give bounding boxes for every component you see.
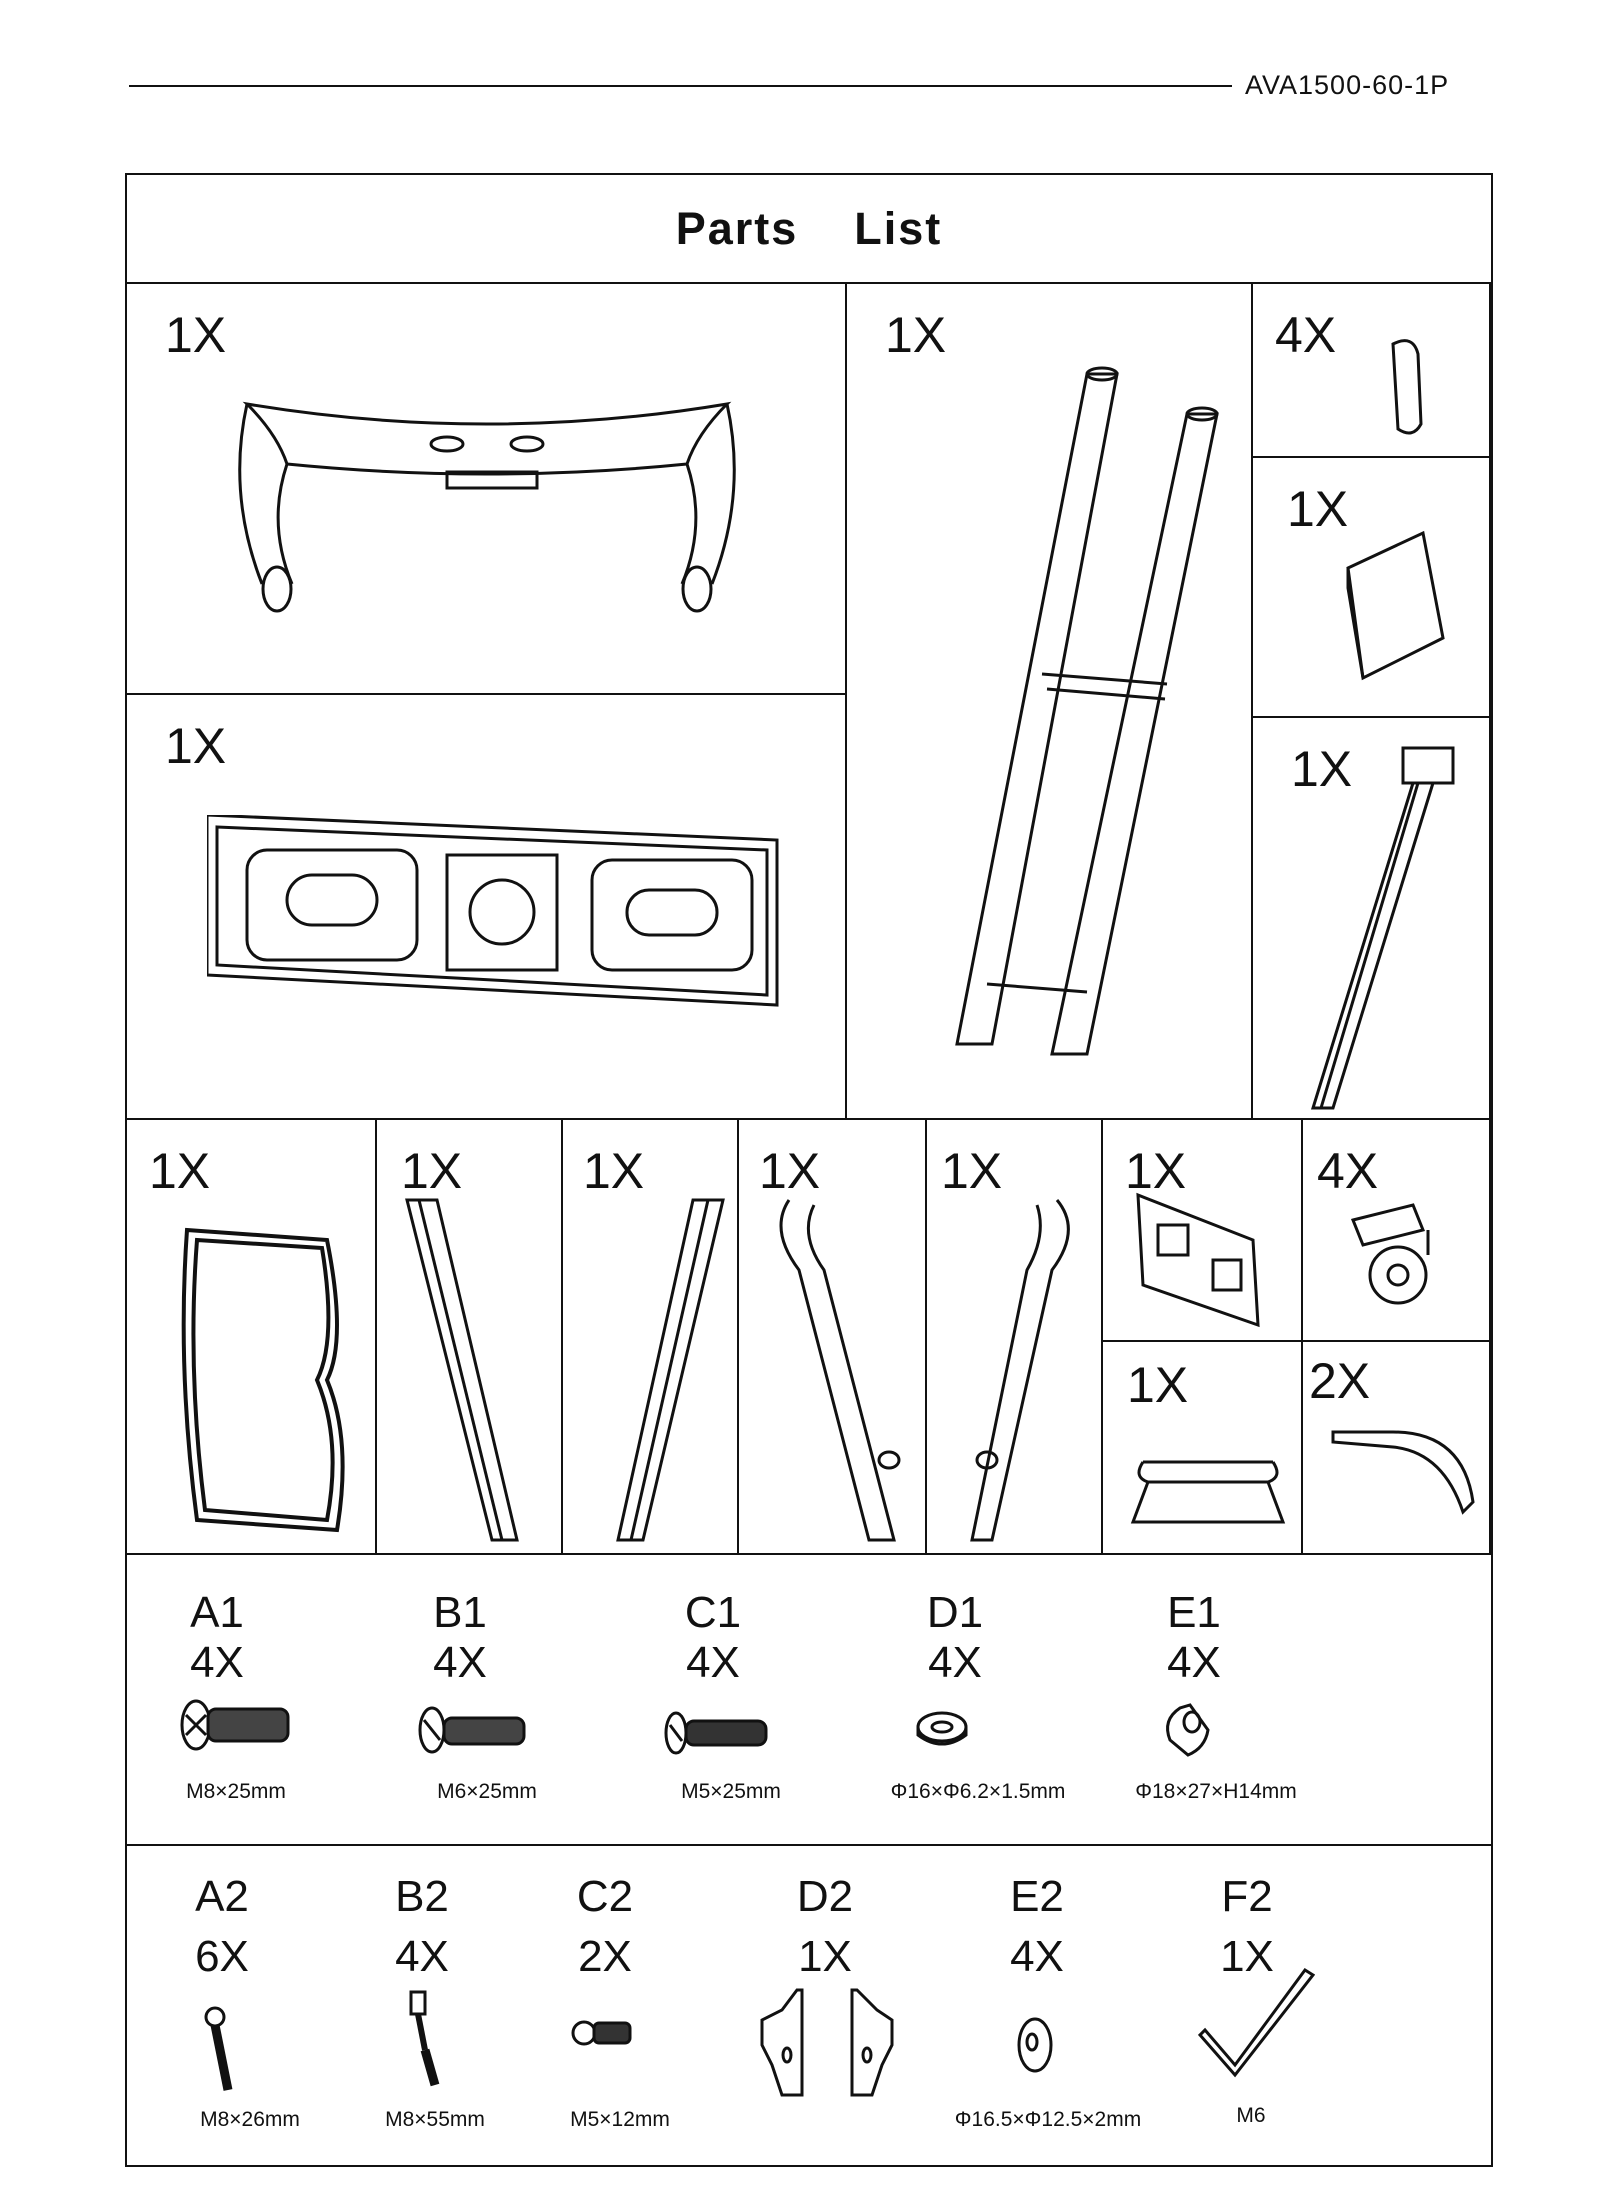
hardware-c1-qty: 4X xyxy=(686,1638,740,1687)
washer-d1-icon xyxy=(916,1711,968,1746)
hardware-b2-qty: 4X xyxy=(395,1932,449,1981)
hardware-f2-qty: 1X xyxy=(1220,1932,1274,1981)
brackets-d2-icon xyxy=(760,1988,894,2097)
bolt-a1-icon xyxy=(180,1699,290,1751)
hardware-d2-qty: 1X xyxy=(798,1932,852,1981)
hardware-c1-spec: M5×25mm xyxy=(681,1780,781,1803)
part-bracket-plate: 1X xyxy=(127,695,847,1120)
screw-c1-icon xyxy=(664,1711,768,1755)
hardware-b1-code: B1 xyxy=(433,1588,487,1637)
part-right-clamp-arm: 1X xyxy=(927,1120,1103,1555)
part-tv-mount-plate: 1X xyxy=(1253,458,1491,718)
upright-columns-illustration xyxy=(955,366,1219,1056)
cable-cover-illustration xyxy=(1310,746,1455,1110)
part-mount-bracket: 1X xyxy=(1103,1120,1303,1342)
caster-illustration xyxy=(1350,1203,1430,1305)
shelf-support-illustration xyxy=(1130,1460,1286,1524)
part-right-vertical-arm: 1X xyxy=(563,1120,739,1555)
hardware-c2-qty: 2X xyxy=(578,1932,632,1981)
spacer-e1-icon xyxy=(1166,1703,1210,1757)
hardware-d1-qty: 4X xyxy=(928,1638,982,1687)
hardware-b2-code: B2 xyxy=(395,1872,449,1921)
right-vertical-arm-illustration xyxy=(616,1198,725,1542)
left-vertical-arm-illustration xyxy=(405,1198,519,1542)
shelf-frame-illustration xyxy=(181,1227,345,1533)
hardware-e2-code: E2 xyxy=(1010,1872,1064,1921)
part-shelf-support: 1X xyxy=(1103,1342,1303,1555)
end-cap-illustration xyxy=(1391,339,1423,435)
part-cable-cover: 1X xyxy=(1253,718,1491,1120)
document-id: AVA1500-60-1P xyxy=(1245,70,1450,100)
base-frame-illustration xyxy=(238,401,736,613)
part-end-caps: 4X xyxy=(1253,284,1491,458)
hardware-e2-qty: 4X xyxy=(1010,1932,1064,1981)
part-shelf-frame: 1X xyxy=(127,1120,377,1555)
screw-c2-icon xyxy=(571,2020,632,2046)
hardware-e1-spec: Φ18×27×H14mm xyxy=(1135,1780,1297,1803)
bolt-b2-icon xyxy=(409,1990,440,2087)
washer-e2-icon xyxy=(1017,2017,1053,2073)
part-base-frame: 1X xyxy=(127,284,847,695)
hardware-a1-spec: M8×25mm xyxy=(186,1780,286,1803)
hardware-f2-code: F2 xyxy=(1221,1872,1273,1921)
part-left-clamp-arm: 1X xyxy=(739,1120,927,1555)
hardware-e2-spec: Φ16.5×Φ12.5×2mm xyxy=(954,2108,1142,2131)
hardware-a1-code: A1 xyxy=(190,1588,244,1637)
hardware-f2-spec: M6 xyxy=(1236,2104,1266,2127)
hardware-row-1 xyxy=(127,1555,1491,1846)
right-clamp-arm-illustration xyxy=(970,1199,1070,1542)
hardware-a2-code: A2 xyxy=(195,1872,249,1921)
tv-mount-plate-illustration xyxy=(1346,530,1445,681)
hardware-d1-code: D1 xyxy=(926,1588,984,1637)
left-clamp-arm-illustration xyxy=(779,1199,901,1542)
bracket-plate-illustration xyxy=(207,815,779,1007)
mount-bracket-illustration xyxy=(1136,1192,1260,1328)
part-strap-clamp: 2X xyxy=(1303,1342,1491,1555)
hardware-e1-qty: 4X xyxy=(1167,1638,1221,1687)
hardware-d2-code: D2 xyxy=(796,1872,854,1921)
hardware-e1-code: E1 xyxy=(1167,1588,1221,1637)
hardware-a2-spec: M8×26mm xyxy=(200,2108,300,2131)
part-upright-columns: 1X xyxy=(847,284,1253,1120)
part-left-vertical-arm: 1X xyxy=(377,1120,563,1555)
hardware-c1-code: C1 xyxy=(684,1588,742,1637)
hardware-d1-spec: Φ16×Φ6.2×1.5mm xyxy=(890,1780,1066,1803)
hardware-b1-qty: 4X xyxy=(433,1638,487,1687)
bolt-a2-icon xyxy=(204,2006,233,2091)
hardware-a2-qty: 6X xyxy=(195,1932,249,1981)
hardware-b1-spec: M6×25mm xyxy=(437,1780,537,1803)
part-casters: 4X xyxy=(1303,1120,1491,1342)
allen-key-f2-icon xyxy=(1197,1967,1315,2078)
hardware-b2-spec: M8×55mm xyxy=(385,2108,485,2131)
bolt-b1-icon xyxy=(418,1706,526,1754)
header-rule xyxy=(129,85,1232,87)
strap-clamp-illustration xyxy=(1331,1430,1475,1515)
hardware-a1-qty: 4X xyxy=(190,1638,244,1687)
hardware-c2-code: C2 xyxy=(576,1872,634,1921)
hardware-c2-spec: M5×12mm xyxy=(570,2108,670,2131)
